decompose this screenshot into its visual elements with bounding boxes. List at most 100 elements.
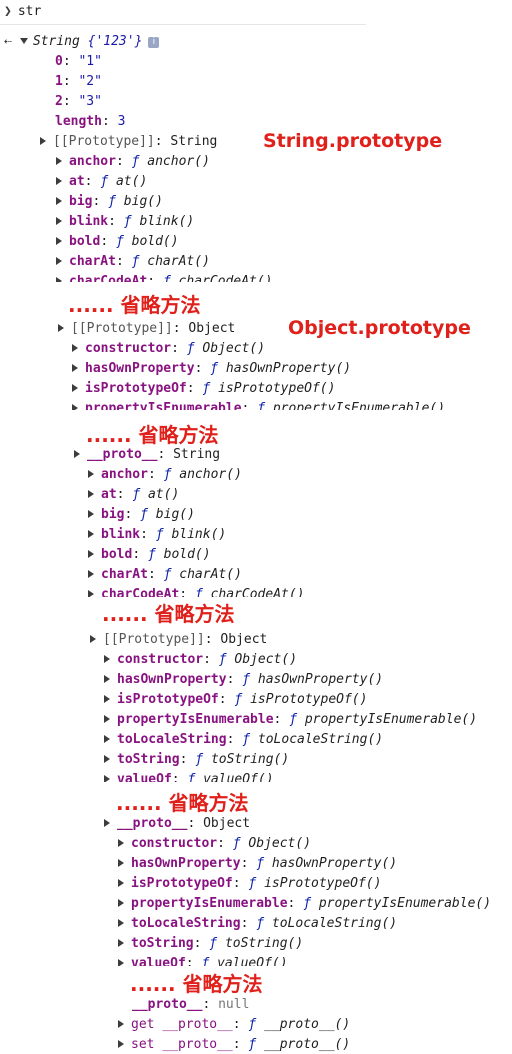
method-row[interactable]: anchor: ƒ anchor() [88, 465, 242, 485]
expand-arrow-icon[interactable] [104, 675, 110, 683]
expand-arrow-icon[interactable] [118, 919, 124, 927]
expand-arrow-icon[interactable] [118, 859, 124, 867]
method-row[interactable]: constructor: ƒ Object() [72, 339, 265, 359]
method-row[interactable]: constructor: ƒ Object() [104, 650, 297, 670]
expand-arrow-icon[interactable] [90, 635, 96, 643]
method-row[interactable]: propertyIsEnumerable: ƒ propertyIsEnumer… [118, 894, 491, 914]
expand-arrow-icon[interactable] [88, 590, 94, 597]
method-row[interactable]: hasOwnProperty: ƒ hasOwnProperty() [104, 670, 383, 690]
expand-arrow-icon[interactable] [40, 137, 46, 145]
method-row[interactable]: isPrototypeOf: ƒ isPrototypeOf() [72, 379, 335, 399]
method-row[interactable]: toLocaleString: ƒ toLocaleString() [118, 914, 397, 934]
function-marker: ƒ [234, 692, 251, 707]
result-row[interactable]: ⇠String {'123'}i [4, 32, 160, 52]
colon: : [193, 936, 210, 951]
expand-arrow-icon[interactable] [72, 364, 78, 372]
expand-arrow-icon[interactable] [118, 839, 124, 847]
method-row[interactable]: blink: ƒ blink() [56, 212, 194, 232]
method-row[interactable]: hasOwnProperty: ƒ hasOwnProperty() [118, 854, 397, 874]
expand-arrow-icon[interactable] [19, 38, 28, 44]
function-signature: hasOwnProperty() [257, 672, 384, 687]
expand-arrow-icon[interactable] [104, 735, 110, 743]
expand-arrow-icon[interactable] [72, 384, 78, 392]
method-row[interactable]: charCodeAt: ƒ charCodeAt() [88, 585, 305, 597]
method-row[interactable]: valueOf: ƒ valueOf() [104, 770, 274, 782]
accessor-row[interactable]: get __proto__: ƒ __proto__() [118, 1015, 350, 1035]
colon: : [240, 856, 257, 871]
prototype-row-object[interactable]: [[Prototype]]: Object [58, 319, 235, 339]
expand-arrow-icon[interactable] [56, 177, 62, 185]
function-signature: anchor() [179, 467, 242, 482]
expand-arrow-icon[interactable] [88, 490, 94, 498]
expand-arrow-icon[interactable] [88, 530, 94, 538]
function-signature: valueOf() [203, 772, 274, 782]
method-row[interactable]: blink: ƒ blink() [88, 525, 226, 545]
expand-arrow-icon[interactable] [56, 157, 62, 165]
expand-arrow-icon[interactable] [118, 959, 124, 966]
expand-arrow-icon[interactable] [56, 257, 62, 265]
expand-arrow-icon[interactable] [88, 550, 94, 558]
expand-arrow-icon[interactable] [72, 404, 78, 410]
expand-arrow-icon[interactable] [118, 939, 124, 947]
method-row[interactable]: at: ƒ at() [88, 485, 179, 505]
expand-arrow-icon[interactable] [118, 899, 124, 907]
method-row[interactable]: valueOf: ƒ valueOf() [118, 954, 288, 966]
expand-arrow-icon[interactable] [104, 695, 110, 703]
prototype-row-string[interactable]: [[Prototype]]: String [40, 132, 217, 152]
method-row[interactable]: charAt: ƒ charAt() [88, 565, 242, 585]
proto-row-null[interactable]: __proto__: null [132, 995, 249, 1015]
function-signature: anchor() [147, 154, 210, 169]
function-signature: charAt() [147, 254, 210, 269]
proto-row-string[interactable]: __proto__: String [74, 445, 220, 465]
expand-arrow-icon[interactable] [88, 510, 94, 518]
expand-arrow-icon[interactable] [104, 775, 110, 782]
method-row[interactable]: toString: ƒ toString() [118, 934, 303, 954]
expand-arrow-icon[interactable] [104, 655, 110, 663]
expand-arrow-icon[interactable] [56, 277, 62, 282]
method-row[interactable]: hasOwnProperty: ƒ hasOwnProperty() [72, 359, 351, 379]
expand-arrow-icon[interactable] [118, 879, 124, 887]
expand-arrow-icon[interactable] [88, 470, 94, 478]
proto-row-object[interactable]: __proto__: Object [104, 814, 250, 834]
method-row[interactable]: isPrototypeOf: ƒ isPrototypeOf() [118, 874, 381, 894]
method-row[interactable]: toString: ƒ toString() [104, 750, 289, 770]
method-row[interactable]: at: ƒ at() [56, 172, 147, 192]
function-signature: isPrototypeOf() [250, 692, 368, 707]
method-row[interactable]: propertyIsEnumerable: ƒ propertyIsEnumer… [72, 399, 445, 410]
expand-arrow-icon[interactable] [118, 1040, 124, 1048]
function-marker: ƒ [131, 154, 148, 169]
index-entry[interactable]: 2: "3" [55, 92, 102, 112]
method-row[interactable]: bold: ƒ bold() [88, 545, 211, 565]
method-row[interactable]: charAt: ƒ charAt() [56, 252, 210, 272]
accessor-row[interactable]: set __proto__: ƒ __proto__() [118, 1035, 350, 1054]
index-entry[interactable]: 1: "2" [55, 72, 102, 92]
length-row[interactable]: length: 3 [55, 112, 125, 132]
expand-arrow-icon[interactable] [104, 819, 110, 827]
expand-arrow-icon[interactable] [118, 1020, 124, 1028]
method-row[interactable]: anchor: ƒ anchor() [56, 152, 210, 172]
expand-arrow-icon[interactable] [74, 450, 80, 458]
method-row[interactable]: toLocaleString: ƒ toLocaleString() [104, 730, 383, 750]
expand-arrow-icon[interactable] [56, 237, 62, 245]
method-row[interactable]: bold: ƒ bold() [56, 232, 179, 252]
method-row[interactable]: isPrototypeOf: ƒ isPrototypeOf() [104, 690, 367, 710]
prototype-value: Object [188, 321, 236, 336]
expand-arrow-icon[interactable] [56, 197, 62, 205]
method-row[interactable]: constructor: ƒ Object() [118, 834, 311, 854]
expand-arrow-icon[interactable] [104, 715, 110, 723]
method-row[interactable]: charCodeAt: ƒ charCodeAt() [56, 272, 273, 282]
method-row[interactable]: propertyIsEnumerable: ƒ propertyIsEnumer… [104, 710, 477, 730]
method-row[interactable]: big: ƒ big() [56, 192, 163, 212]
info-icon[interactable]: i [148, 37, 160, 48]
expand-arrow-icon[interactable] [104, 755, 110, 763]
property-key: anchor [69, 154, 116, 169]
method-row[interactable]: big: ƒ big() [88, 505, 195, 525]
prototype-row-object-2[interactable]: [[Prototype]]: Object [90, 630, 267, 650]
expand-arrow-icon[interactable] [88, 570, 94, 578]
expand-arrow-icon[interactable] [72, 344, 78, 352]
expand-arrow-icon[interactable] [58, 324, 64, 332]
property-key: propertyIsEnumerable [131, 896, 288, 911]
annotation-omitted-1: ...... 省略方法 [68, 293, 201, 317]
expand-arrow-icon[interactable] [56, 217, 62, 225]
index-entry[interactable]: 0: "1" [55, 52, 102, 72]
